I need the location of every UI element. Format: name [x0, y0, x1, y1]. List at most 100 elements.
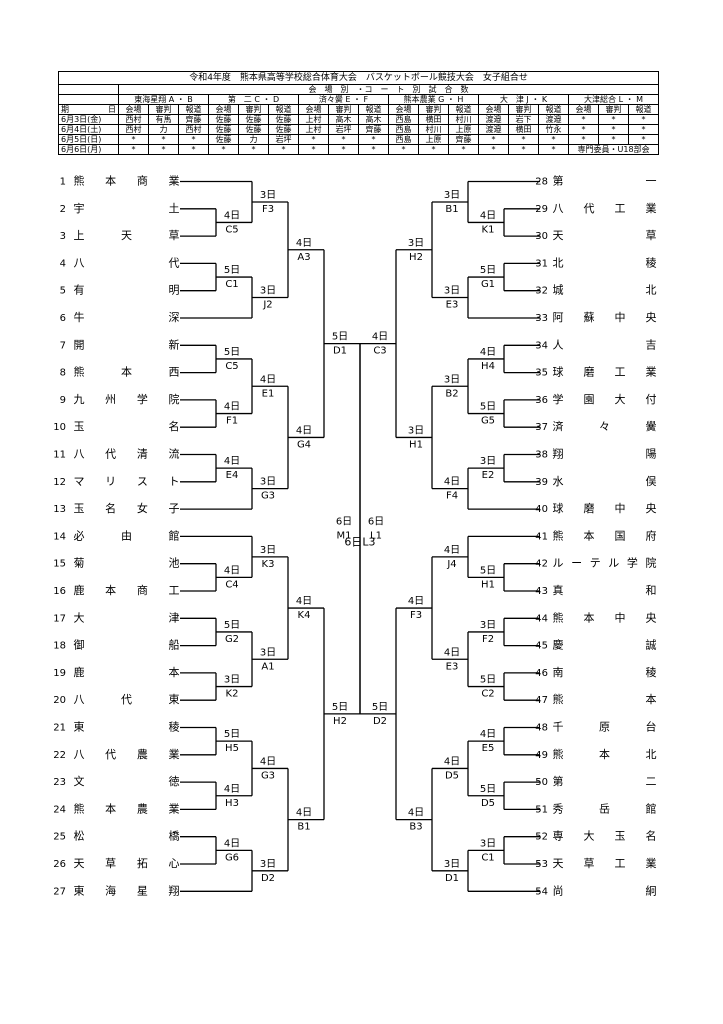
team-name-char: 熊	[553, 747, 564, 761]
match-day: 5日	[480, 565, 496, 576]
team-number: 37	[535, 422, 548, 433]
match-day: 5日	[480, 402, 496, 413]
team-number: 9	[60, 395, 66, 406]
team-name-char: 業	[646, 857, 657, 870]
team-name-char: 二	[646, 775, 657, 788]
team-number: 46	[535, 668, 548, 679]
match-code: G2	[225, 634, 239, 645]
match-code: M1	[337, 531, 352, 542]
team-name-char: 俣	[646, 474, 657, 488]
team-name-char: 央	[646, 611, 657, 624]
team-name-char: 本	[646, 692, 657, 706]
team-name-char: 央	[646, 311, 657, 324]
team-number: 36	[535, 395, 548, 406]
team-name-char: 中	[615, 611, 626, 624]
final-match-label: 6日L3	[344, 536, 375, 549]
match-code: C5	[225, 361, 238, 372]
schedule-table: 令和4年度 熊本県高等学校総合体育大会 バスケットボール競技大会 女子組合せ 会…	[57, 71, 660, 168]
team-name-char: 本	[584, 528, 595, 542]
team-name-char: 秀	[553, 802, 564, 815]
team-name-char: 本	[169, 665, 180, 679]
match-day: 5日	[224, 729, 240, 740]
team-name-char: 南	[553, 666, 564, 679]
team-name-char: 船	[169, 638, 180, 652]
team-name-char: 熊	[74, 801, 85, 815]
team-name-char: 代	[169, 256, 180, 269]
match-day: 3日	[224, 675, 240, 686]
team-number: 24	[53, 804, 66, 815]
team-name-char: 名	[169, 419, 180, 433]
match-day: 3日	[444, 859, 460, 870]
team-name-char: 慶	[553, 638, 564, 652]
team-name-char: 磨	[584, 366, 595, 379]
team-number: 25	[53, 832, 66, 843]
team-name-char: 稜	[169, 721, 180, 734]
team-name-char: 済	[553, 419, 564, 433]
match-code: F4	[446, 491, 458, 502]
team-name-char: 西	[169, 366, 180, 379]
match-day: 4日	[296, 596, 312, 607]
match-code: D2	[373, 716, 387, 727]
team-name-char: 稜	[646, 666, 657, 679]
match-day: 4日	[408, 596, 424, 607]
team-name-char: 代	[105, 448, 116, 461]
match-code: F3	[410, 610, 422, 621]
match-code: L1	[370, 531, 382, 542]
team-name-char: 球	[553, 501, 564, 515]
team-name-char: 上	[74, 229, 85, 242]
team-name-char: テ	[590, 557, 601, 570]
team-name-char: 府	[646, 528, 657, 542]
team-number: 18	[53, 641, 66, 652]
team-name-char: 館	[169, 528, 180, 542]
team-name-char: 子	[169, 502, 180, 515]
match-code: F3	[262, 204, 274, 215]
match-code: C2	[481, 689, 494, 700]
team-number: 8	[60, 368, 66, 379]
team-name-char: 新	[169, 337, 180, 351]
team-number: 27	[53, 886, 66, 897]
team-name-char: 必	[74, 529, 85, 542]
match-day: 4日	[444, 545, 460, 556]
team-name-char: 鹿	[74, 583, 85, 597]
team-name-char: 代	[584, 202, 595, 215]
team-number: 52	[535, 832, 548, 843]
match-code: B2	[445, 388, 458, 399]
match-code: J2	[262, 300, 272, 311]
team-number: 5	[60, 286, 66, 297]
team-name-char: 工	[169, 584, 180, 597]
team-name-char: 八	[74, 448, 85, 461]
team-name-char: 御	[74, 638, 85, 652]
match-day: 4日	[480, 347, 496, 358]
team-name-char: リ	[105, 475, 116, 488]
team-name-char: 学	[627, 556, 638, 570]
team-name-char: 蘇	[584, 311, 595, 324]
match-code: K1	[482, 224, 495, 235]
match-code: H2	[409, 252, 423, 263]
team-name-char: 天	[553, 857, 564, 870]
team-number: 12	[53, 477, 66, 488]
team-name-char: 大	[584, 829, 595, 843]
team-name-char: 誠	[646, 639, 657, 652]
team-name-char: 草	[105, 857, 116, 870]
team-name-char: 開	[74, 338, 85, 351]
team-name-char: 農	[137, 801, 148, 815]
match-code: C3	[373, 346, 386, 357]
team-name-char: 玉	[615, 830, 626, 843]
team-name-char: 熊	[74, 174, 85, 188]
match-day: 3日	[408, 238, 424, 249]
match-code: H2	[333, 716, 347, 727]
team-number: 11	[53, 450, 66, 461]
date-header-left: 期	[61, 105, 69, 114]
team-name-char: 土	[169, 202, 180, 215]
team-name-char: 草	[584, 857, 595, 870]
team-name-char: 院	[169, 392, 180, 406]
match-code: D5	[481, 798, 495, 809]
match-code: G4	[297, 439, 311, 450]
match-code: C5	[225, 224, 238, 235]
team-name-char: 徳	[169, 775, 180, 788]
team-name-char: 熊	[553, 528, 564, 542]
team-name-char: 業	[169, 802, 180, 815]
team-name-char: 北	[553, 256, 564, 269]
match-code: K2	[226, 689, 239, 700]
match-day: 4日	[224, 402, 240, 413]
